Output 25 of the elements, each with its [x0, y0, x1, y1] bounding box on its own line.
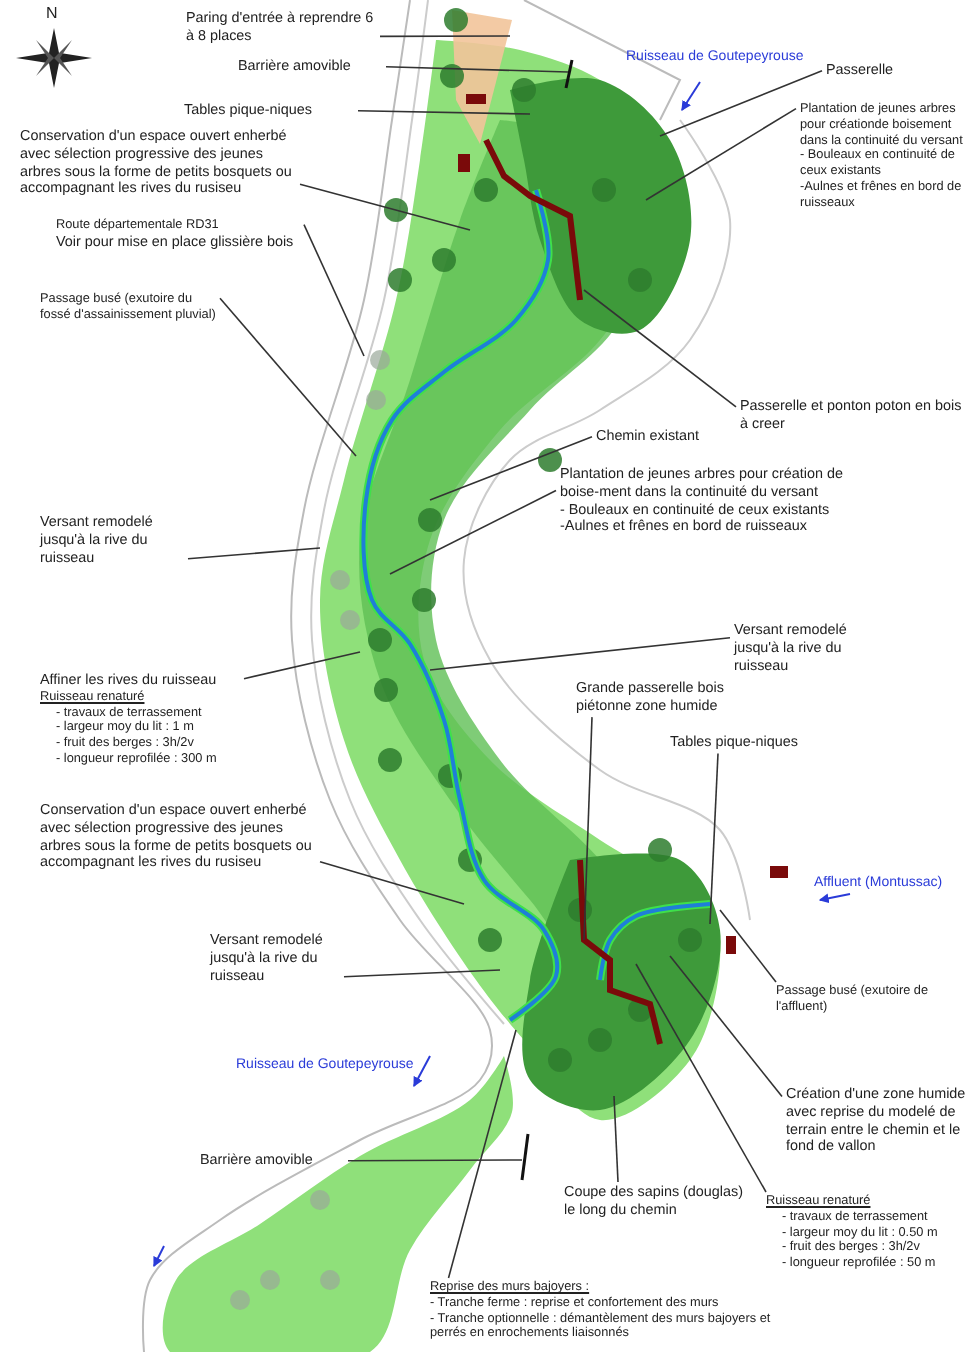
leader-line: [709, 752, 719, 925]
leader-line: [299, 183, 471, 231]
leader-line: [243, 651, 361, 680]
leader-line: [343, 969, 501, 978]
leader-line: [635, 963, 767, 1193]
leader-line: [719, 909, 777, 983]
leader-line: [303, 223, 365, 357]
leader-line: [659, 70, 823, 137]
leader-line: [319, 860, 465, 905]
leader-line: [357, 110, 531, 115]
leader-line: [187, 547, 321, 560]
leader-line: [389, 489, 557, 575]
leader-line: [347, 1159, 523, 1162]
leader-line: [645, 107, 797, 201]
leader-line: [219, 297, 357, 457]
leader-line: [447, 1029, 517, 1279]
leader-line: [429, 435, 593, 501]
north-label: N: [46, 4, 58, 22]
leader-line: [385, 66, 569, 73]
leader-line: [379, 35, 511, 38]
leader-line: [583, 289, 737, 408]
leader-line: [583, 716, 593, 941]
leader-line: [429, 637, 731, 671]
leader-line: [613, 1095, 619, 1183]
leader-line: [669, 955, 783, 1098]
